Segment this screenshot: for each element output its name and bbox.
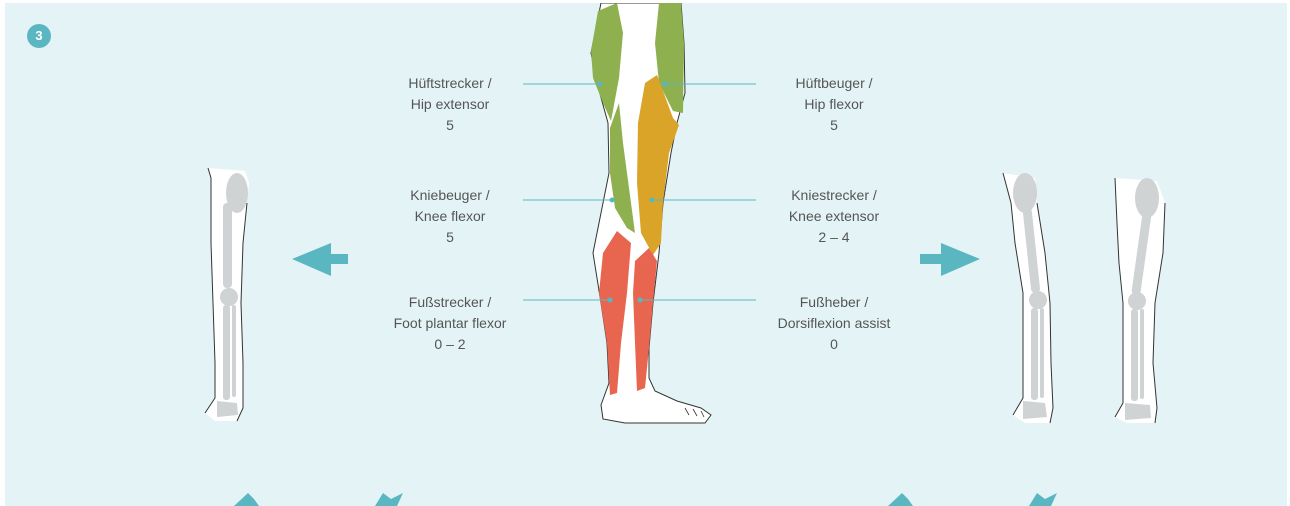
label-hip-extensor-value: 5 (340, 115, 560, 136)
label-knee-extensor-value: 2 – 4 (724, 227, 944, 248)
label-foot-plantar-flexor-en: Foot plantar flexor (340, 313, 560, 334)
label-foot-dorsiflexor-value: 0 (724, 334, 944, 355)
label-hip-flexor-value: 5 (724, 115, 944, 136)
label-hip-flexor-de: Hüftbeuger / (724, 73, 944, 94)
skeleton-leg-right-1 (1003, 173, 1053, 423)
bottom-arrow-icons (234, 493, 1057, 506)
label-hip-flexor-en: Hip flexor (724, 94, 944, 115)
label-knee-flexor-de: Kniebeuger / (340, 185, 560, 206)
label-knee-extensor-de: Kniestrecker / (724, 185, 944, 206)
skeleton-leg-left (205, 168, 249, 421)
label-knee-flexor-value: 5 (340, 227, 560, 248)
label-foot-plantar-flexor-value: 0 – 2 (340, 334, 560, 355)
diagram-panel: 3 (5, 3, 1287, 506)
label-hip-flexor: Hüftbeuger / Hip flexor 5 (724, 73, 944, 136)
label-foot-dorsiflexor-en: Dorsiflexion assist (724, 313, 944, 334)
central-leg-illustration (591, 3, 711, 423)
label-knee-extensor-en: Knee extensor (724, 206, 944, 227)
label-knee-extensor: Kniestrecker / Knee extensor 2 – 4 (724, 185, 944, 248)
label-hip-extensor-de: Hüftstrecker / (340, 73, 560, 94)
label-knee-flexor-en: Knee flexor (340, 206, 560, 227)
label-hip-extensor-en: Hip extensor (340, 94, 560, 115)
label-knee-flexor: Kniebeuger / Knee flexor 5 (340, 185, 560, 248)
skeleton-leg-right-2 (1115, 178, 1165, 423)
label-foot-dorsiflexor: Fußheber / Dorsiflexion assist 0 (724, 292, 944, 355)
label-foot-dorsiflexor-de: Fußheber / (724, 292, 944, 313)
label-foot-plantar-flexor-de: Fußstrecker / (340, 292, 560, 313)
label-hip-extensor: Hüftstrecker / Hip extensor 5 (340, 73, 560, 136)
diagram-artwork (5, 3, 1287, 506)
label-foot-plantar-flexor: Fußstrecker / Foot plantar flexor 0 – 2 (340, 292, 560, 355)
